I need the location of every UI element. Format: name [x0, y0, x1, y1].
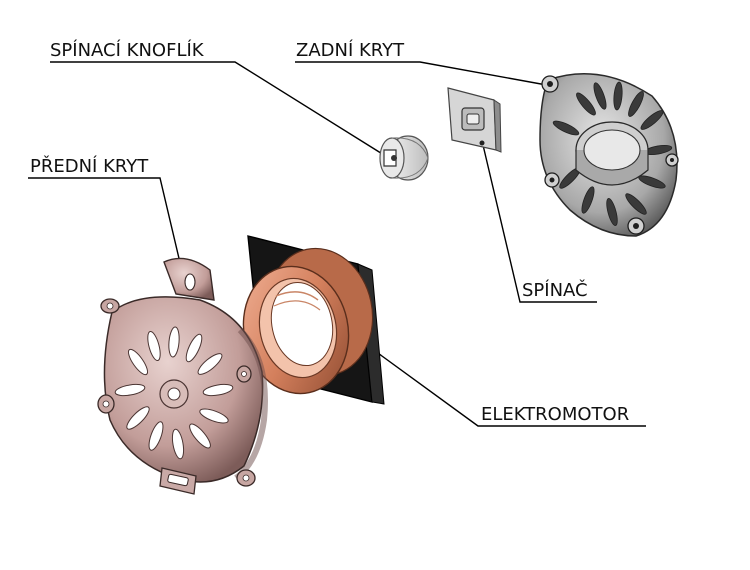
rear-cover-part — [539, 73, 679, 237]
label-elektromotor: ELEKTROMOTOR — [481, 404, 629, 425]
switch-knob-part — [379, 135, 429, 181]
callout-labels: SPÍNACÍ KNOFLÍK ZADNÍ KRYT PŘEDNÍ KRYT S… — [30, 39, 629, 425]
label-zadni-kryt: ZADNÍ KRYT — [296, 39, 405, 61]
leader-zadni-kryt — [295, 61, 553, 87]
leader-lines — [28, 61, 646, 427]
leader-spinac — [482, 144, 597, 303]
front-cover-part — [97, 257, 268, 495]
rear-cover-bosses — [541, 75, 679, 235]
front-cover-vents — [114, 326, 234, 460]
label-spinaci-knoflik: SPÍNACÍ KNOFLÍK — [50, 39, 205, 61]
leader-elektromotor — [359, 339, 646, 427]
electric-motor-part — [242, 235, 385, 405]
leader-spinaci-knoflik — [50, 61, 393, 161]
switch-part — [447, 87, 502, 153]
leader-predni-kryt — [28, 177, 187, 289]
rear-cover-vents — [552, 81, 673, 226]
label-predni-kryt: PŘEDNÍ KRYT — [30, 155, 149, 177]
label-spinac: SPÍNAČ — [522, 279, 588, 301]
